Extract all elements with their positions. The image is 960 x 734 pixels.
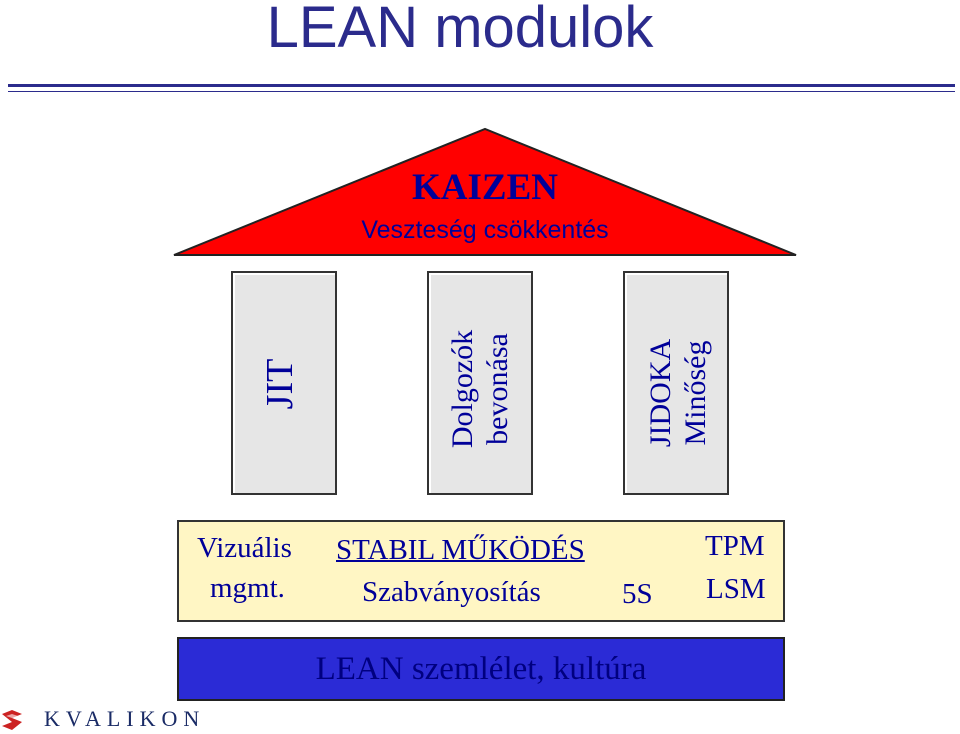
foundation-heading: STABIL MŰKÖDÉS: [336, 534, 585, 566]
foundation-right-line2: LSM: [706, 573, 766, 605]
foundation-5s: 5S: [622, 578, 653, 610]
roof-triangle: [173, 127, 797, 256]
pillar-label-line: Minőség: [679, 340, 712, 446]
pillar-label-jidoka: JIDOKA Minőség: [643, 293, 713, 493]
foundation-left-line2: mgmt.: [210, 572, 285, 604]
kvalikon-logo-icon: [2, 710, 22, 730]
pillar-label-line: Dolgozók: [446, 329, 479, 449]
foundation-subtitle: Szabványosítás: [362, 576, 541, 608]
pillar-jit: [231, 271, 337, 495]
pillar-jidoka: [623, 271, 729, 495]
pillar-label-jit: JIT: [259, 358, 301, 410]
roof-heading: KAIZEN: [412, 167, 558, 208]
kvalikon-logo-text: KVALIKON: [44, 706, 206, 731]
foundation-right-line1: TPM: [705, 530, 765, 562]
base-block: [177, 637, 785, 701]
roof-subtitle: Veszteség csökkentés: [361, 216, 609, 244]
pillar-label-line: bevonása: [481, 333, 514, 445]
foundation-block: [177, 520, 785, 622]
pillar-label-line: JIDOKA: [644, 338, 677, 448]
foundation-left-line1: Vizuális: [197, 532, 292, 564]
page-title: LEAN modulok: [266, 0, 654, 60]
title-underline: [8, 84, 955, 92]
pillar-label-dolgozok: Dolgozók bevonása: [445, 289, 515, 489]
base-label: LEAN szemlélet, kultúra: [315, 651, 647, 687]
pillar-dolgozok: [427, 271, 533, 495]
